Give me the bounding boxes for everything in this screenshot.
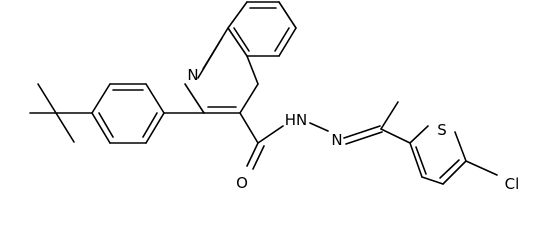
hydrazone-group	[309, 101, 411, 145]
tert-butylphenyl-group	[29, 83, 205, 144]
chlorothiophene-ring	[409, 125, 498, 185]
quinoline-benzo-ring	[227, 1, 297, 57]
hydrazone-nitrogen-label: N	[331, 131, 342, 149]
molecule-canvas: N O HN N	[29, 1, 520, 193]
carboxamide-group	[239, 112, 284, 170]
quinoline-nitrogen-label: N	[187, 66, 198, 84]
quinoline-pyridine-ring	[184, 27, 259, 114]
carbonyl-oxygen-label: O	[236, 174, 248, 192]
hydrazide-nh-label: HN	[285, 111, 308, 129]
thiophene-sulfur-label: S	[437, 121, 447, 139]
molecule-drawing: N O HN N	[29, 1, 520, 193]
chlorine-label: Cl	[505, 175, 520, 193]
